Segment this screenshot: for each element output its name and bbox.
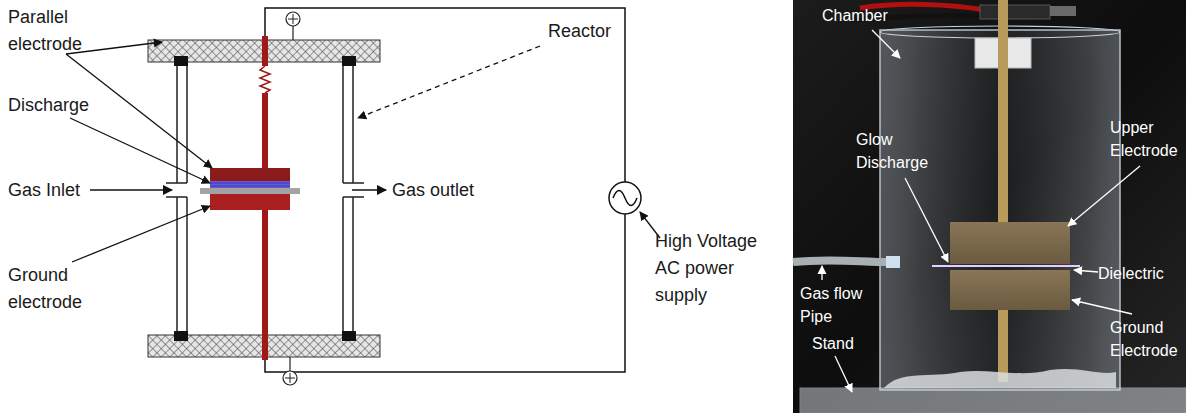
- photo-background: [793, 0, 1186, 413]
- reactor-wall: [343, 66, 353, 331]
- leader-arrow: [1068, 166, 1140, 226]
- leader-arrow: [872, 30, 900, 58]
- leader-arrow: [905, 178, 948, 262]
- spring: [260, 66, 270, 93]
- part-label: Reactor: [548, 18, 668, 45]
- part-label: Upper Electrode: [1110, 116, 1182, 162]
- electrode-rod: [262, 36, 268, 66]
- part-label: Stand: [812, 332, 882, 355]
- seal: [174, 331, 188, 341]
- seal: [342, 331, 356, 341]
- flow-arrow: [90, 189, 172, 191]
- part-label: Chamber: [822, 4, 932, 27]
- electrode-rod: [262, 210, 268, 360]
- part-label: Parallel electrode: [8, 4, 103, 58]
- electrode-rod: [998, 0, 1008, 222]
- part-label: Ground electrode: [8, 262, 103, 316]
- ac-source-symbol: [609, 182, 641, 214]
- leader-arrow: [1072, 300, 1132, 314]
- dielectric: [200, 188, 300, 194]
- electrode-rod: [998, 310, 1008, 382]
- leader-arrow: [70, 118, 210, 183]
- seal: [174, 56, 188, 66]
- part-label: Gas outlet: [392, 177, 522, 204]
- upper-electrode: [950, 222, 1070, 264]
- part-label: Ground Electrode: [1110, 316, 1182, 362]
- gauge-symbol: [286, 12, 300, 26]
- part-label: Gas flow Pipe: [800, 282, 870, 328]
- seal: [342, 56, 356, 66]
- schematic: [66, 8, 660, 385]
- leader-arrow: [821, 266, 822, 280]
- circuit-wire: [265, 8, 625, 372]
- part-label: Dielectric: [1098, 262, 1182, 285]
- discharge-layer: [210, 181, 290, 188]
- gas-pipe: [793, 260, 890, 262]
- ground-electrode: [950, 270, 1070, 310]
- leader-arrow: [72, 206, 210, 262]
- part-label: Discharge: [8, 92, 148, 119]
- sine-symbol: [613, 191, 637, 206]
- part-label: Gas Inlet: [8, 177, 148, 204]
- flow-arrow: [352, 189, 386, 191]
- stand: [800, 388, 1186, 413]
- leader-arrow: [358, 46, 540, 118]
- gauge-symbol: [283, 371, 297, 385]
- leader-arrow: [1074, 270, 1098, 272]
- ground-electrode: [210, 194, 290, 210]
- photo: [793, 0, 1186, 413]
- reactor-wall: [177, 66, 187, 331]
- part-label: Glow Discharge: [856, 128, 936, 174]
- part-label: High Voltage AC power supply: [655, 228, 773, 309]
- leader-arrow: [835, 356, 852, 392]
- upper-electrode: [210, 168, 290, 181]
- electrode-rod: [262, 93, 268, 168]
